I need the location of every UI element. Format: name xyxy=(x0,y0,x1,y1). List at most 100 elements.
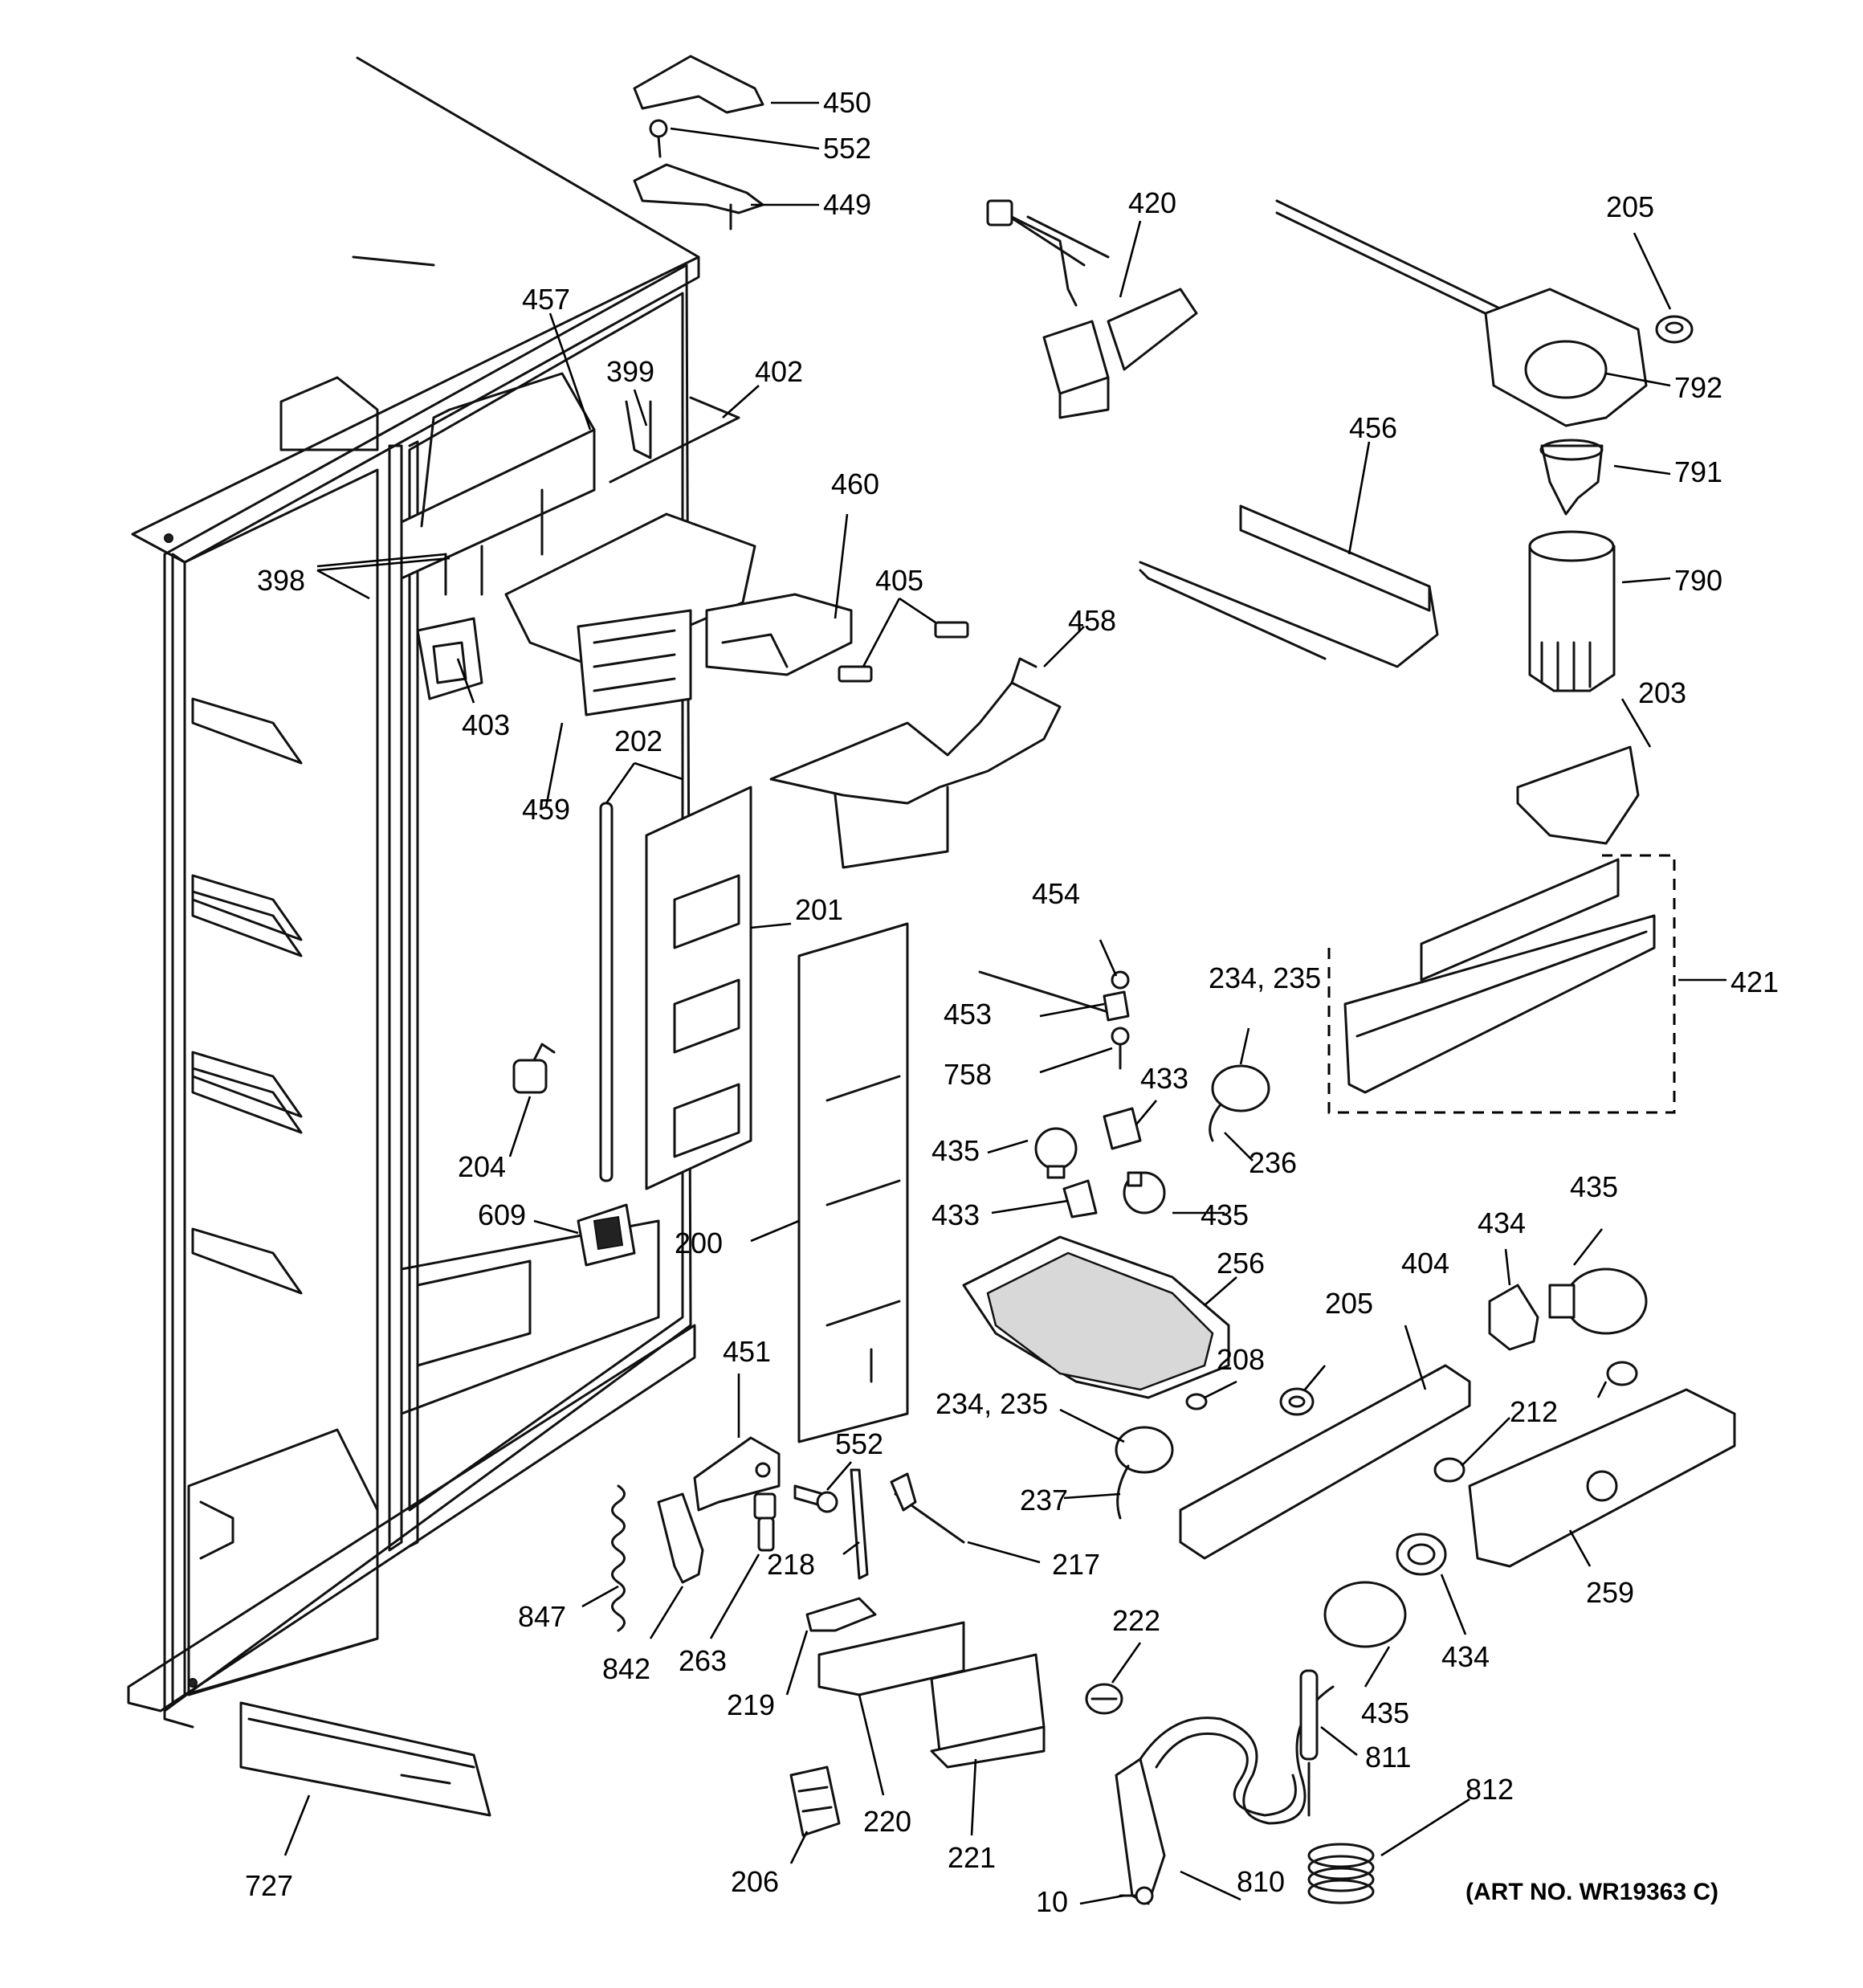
rod-218 xyxy=(850,1468,869,1580)
fresh-food-small-parts xyxy=(239,1043,1046,1837)
callout-236: 236 xyxy=(1249,1146,1297,1179)
callout-812: 812 xyxy=(1466,1773,1514,1806)
callout-402: 402 xyxy=(755,355,803,388)
cap-208 xyxy=(1185,1393,1208,1410)
screw-552-top xyxy=(649,119,668,158)
callout-792: 792 xyxy=(1674,371,1722,404)
hinge-cover-450 xyxy=(633,55,764,114)
callout-847: 847 xyxy=(518,1600,566,1633)
hinge-449 xyxy=(633,163,764,214)
callout-456: 456 xyxy=(1349,411,1397,444)
callout-398: 398 xyxy=(257,564,305,597)
callout-200: 200 xyxy=(675,1227,723,1259)
callout-457: 457 xyxy=(522,283,570,316)
wire-236 xyxy=(1209,1103,1222,1142)
callout-219: 219 xyxy=(727,1688,775,1721)
pad-405-a xyxy=(934,621,969,639)
switch-assembly-420 xyxy=(986,199,1198,419)
callout-218: 218 xyxy=(767,1548,815,1581)
callout-435-middle: 435 xyxy=(1201,1198,1249,1231)
bulb-435-a xyxy=(1034,1127,1078,1179)
callout-206: 206 xyxy=(731,1865,779,1898)
dispenser-module-421 xyxy=(1327,854,1676,1114)
duct-458 xyxy=(769,681,1062,805)
switch-609 xyxy=(577,1203,636,1267)
callout-10: 10 xyxy=(1036,1885,1068,1918)
top-hinge-parts xyxy=(633,55,764,231)
lens-234-top xyxy=(1211,1064,1270,1112)
callout-459: 459 xyxy=(522,793,570,826)
callout-460: 460 xyxy=(831,467,879,500)
callout-220: 220 xyxy=(863,1805,911,1838)
callout-217: 217 xyxy=(1052,1548,1100,1581)
cap-205-bottom xyxy=(1279,1387,1315,1416)
screw-758 xyxy=(1111,1027,1130,1070)
hinge-451 xyxy=(693,1436,781,1512)
callout-237: 237 xyxy=(1020,1484,1068,1517)
bracket-453 xyxy=(1103,990,1130,1022)
callout-450: 450 xyxy=(823,86,871,119)
dispenser-frame-201 xyxy=(645,786,752,1190)
air-duct-459 xyxy=(577,609,692,716)
bulb-435-c xyxy=(1548,1268,1648,1335)
callout-202: 202 xyxy=(614,725,662,757)
callout-405: 405 xyxy=(875,564,923,597)
callout-790: 790 xyxy=(1674,564,1722,597)
callout-435-right-top: 435 xyxy=(1570,1170,1618,1203)
bulb-435-b xyxy=(1123,1171,1166,1214)
socket-433-b xyxy=(1062,1179,1098,1219)
upper-right-parts xyxy=(769,504,1439,869)
callout-458: 458 xyxy=(1068,604,1116,637)
lever-842 xyxy=(657,1492,704,1584)
cap-205-top xyxy=(1655,315,1694,344)
vertical-panels xyxy=(599,786,909,1443)
callout-256: 256 xyxy=(1217,1247,1265,1280)
bypass-791 xyxy=(1540,444,1604,516)
callout-399: 399 xyxy=(606,355,654,388)
socket-433-a xyxy=(1103,1107,1142,1150)
spring-847 xyxy=(611,1484,626,1632)
dispenser-recess-200 xyxy=(797,922,909,1443)
callout-259: 259 xyxy=(1586,1576,1634,1609)
callout-421: 421 xyxy=(1731,965,1779,998)
callout-758: 758 xyxy=(944,1058,992,1091)
screw-552-bottom xyxy=(793,1484,838,1513)
callout-420: 420 xyxy=(1128,186,1176,219)
callout-labels: 450 552 449 420 205 792 457 399 402 456 … xyxy=(245,86,1779,1918)
cover-203 xyxy=(1516,745,1640,845)
callout-453: 453 xyxy=(944,998,992,1031)
damper-460 xyxy=(705,593,853,676)
callout-451: 451 xyxy=(723,1335,771,1368)
callout-810: 810 xyxy=(1237,1865,1285,1898)
kickplate-727 xyxy=(239,1701,491,1817)
grille-206 xyxy=(789,1766,841,1837)
fresh-food-case xyxy=(127,56,700,1729)
callout-552-top: 552 xyxy=(823,132,871,165)
socket-434-top xyxy=(1488,1284,1539,1351)
callout-205-top: 205 xyxy=(1606,190,1654,223)
duct-assembly xyxy=(400,372,853,716)
callout-234-235-bottom: 234, 235 xyxy=(936,1387,1048,1420)
callout-433-top: 433 xyxy=(1140,1062,1188,1095)
water-tubing xyxy=(1085,1669,1375,1905)
callout-791: 791 xyxy=(1674,455,1722,488)
callout-222: 222 xyxy=(1112,1604,1160,1637)
tube-810 xyxy=(1139,1685,1335,1825)
pad-405-b xyxy=(838,665,873,683)
callout-552-bottom: 552 xyxy=(835,1427,883,1460)
callout-212: 212 xyxy=(1510,1395,1558,1428)
callout-234-235-top: 234, 235 xyxy=(1209,961,1321,994)
dispenser-actuator-220 xyxy=(817,1621,965,1696)
callout-434-top: 434 xyxy=(1478,1206,1526,1239)
leader-lines xyxy=(283,101,1726,1905)
filter-head-792 xyxy=(1484,288,1648,427)
callout-434-bottom: 434 xyxy=(1441,1640,1490,1673)
light-dispenser-parts xyxy=(962,970,1736,1648)
lens-234-bottom xyxy=(1115,1426,1174,1474)
callout-435-left: 435 xyxy=(932,1134,980,1167)
wire-453 xyxy=(978,970,1110,1014)
ice-and-filter-parts xyxy=(986,199,1694,845)
callout-201: 201 xyxy=(795,893,843,926)
grille-256 xyxy=(962,1235,1230,1399)
wire-237 xyxy=(1116,1464,1130,1520)
